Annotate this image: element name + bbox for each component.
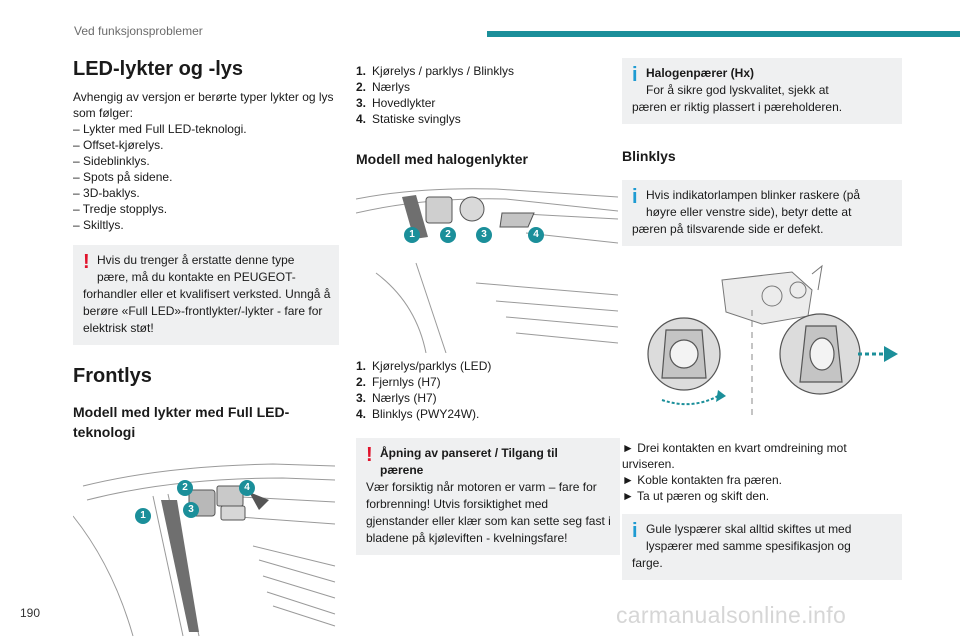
list-item: 2.Nærlys (356, 80, 410, 94)
warning-body: Vær forsiktig når motoren er varm – fare… (366, 480, 611, 545)
section-title: Ved funksjonsproblemer (74, 24, 203, 38)
headlamp-illustration (72, 463, 336, 637)
halogen-illustration (355, 188, 619, 354)
warning-text-line2: pære, må du kontakte en PEUGEOT- (97, 270, 296, 284)
warning-text-line1: Hvis du trenger å erstatte denne type (97, 253, 295, 267)
info-line1: Gule lyspærer skal alltid skiftes ut med (646, 522, 852, 536)
info-title: Halogenpærer (Hx) (646, 66, 755, 80)
column-2: 1.Kjørelys / parklys / Blinklys 2.Nærlys… (355, 58, 620, 555)
callout-3: 3 (476, 227, 492, 243)
replacement-steps: Drei kontakten en kvart omdreining mot u… (622, 440, 902, 504)
halogen-heading: Modell med halogenlykter (356, 151, 528, 167)
list-item: 1.Kjørelys/parklys (LED) (356, 359, 492, 373)
led-warning-box: ! Hvis du trenger å erstatte denne type … (73, 245, 339, 345)
info-rest: pæren er riktig plassert i pæreholderen. (632, 100, 843, 114)
callout-4: 4 (239, 480, 255, 496)
list-item: 3.Hovedlykter (356, 96, 436, 110)
info-line1: Hvis indikatorlampen blinker raskere (på (646, 188, 861, 202)
halogen-legend: 1.Kjørelys/parklys (LED) 2.Fjernlys (H7)… (356, 358, 620, 422)
list-item: Spots på sidene. (73, 169, 339, 185)
list-item: Tredje stopplys. (73, 201, 339, 217)
callout-4: 4 (528, 227, 544, 243)
list-item: Drei kontakten en kvart omdreining mot u… (622, 440, 902, 472)
callout-2: 2 (440, 227, 456, 243)
full-led-headlamp-figure: 1 2 3 4 (72, 456, 339, 638)
list-item: Skiltlys. (73, 217, 339, 233)
blinklys-info-box: i Hvis indikatorlampen blinker raskere (… (622, 180, 902, 246)
callout-2: 2 (177, 480, 193, 496)
bulb-replacement-figure (622, 260, 902, 428)
warning-text-rest: forhandler eller et kvalifisert verksted… (83, 287, 331, 335)
led-type-list: Lykter med Full LED-teknologi. Offset-kj… (73, 121, 339, 233)
full-led-legend: 1.Kjørelys / parklys / Blinklys 2.Nærlys… (356, 63, 620, 127)
info-icon: i (632, 186, 638, 208)
halogen-headlamp-figure: 1 2 3 4 (355, 183, 620, 354)
list-item: 1.Kjørelys / parklys / Blinklys (356, 64, 515, 78)
column-3: i Halogenpærer (Hx) For å sikre god lysk… (622, 58, 902, 580)
yellow-bulb-info-box: i Gule lyspærer skal alltid skiftes ut m… (622, 514, 902, 580)
halogen-info-box: i Halogenpærer (Hx) For å sikre god lysk… (622, 58, 902, 124)
header-accent-bar (487, 31, 960, 37)
warning-icon: ! (366, 444, 373, 466)
info-line2: lyspærer med samme spesifikasjon og (646, 539, 851, 553)
info-rest: pæren på tilsvarende side er defekt. (632, 222, 824, 236)
blinklys-heading: Blinklys (622, 148, 676, 164)
info-icon: i (632, 64, 638, 86)
list-item: 3D-baklys. (73, 185, 339, 201)
warning-icon: ! (83, 251, 90, 273)
list-item: Koble kontakten fra pæren. (622, 472, 902, 488)
bonnet-warning-box: ! Åpning av panseret / Tilgang til pæren… (356, 438, 620, 555)
info-rest: farge. (632, 556, 663, 570)
watermark: carmanualsonline.info (616, 602, 847, 628)
list-item: 4.Statiske svinglys (356, 112, 461, 126)
frontlys-heading: Frontlys (73, 365, 152, 387)
info-line1: For å sikre god lyskvalitet, sjekk at (646, 83, 829, 97)
led-heading: LED-lykter og -lys (73, 58, 244, 80)
list-item: Sideblinklys. (73, 153, 339, 169)
list-item: Offset-kjørelys. (73, 137, 339, 153)
callout-1: 1 (404, 227, 420, 243)
list-item: 2.Fjernlys (H7) (356, 375, 441, 389)
callout-1: 1 (135, 508, 151, 524)
warning-title-line1: Åpning av panseret / Tilgang til (380, 446, 558, 460)
led-intro: Avhengig av versjon er berørte typer lyk… (73, 90, 334, 120)
info-line2: høyre eller venstre side), betyr dette a… (646, 205, 852, 219)
full-led-heading: Modell med lykter med Full LED-teknologi (73, 404, 290, 440)
list-item: Ta ut pæren og skift den. (622, 488, 902, 504)
column-1: LED-lykter og -lys Avhengig av versjon e… (72, 58, 339, 638)
callout-3: 3 (183, 502, 199, 518)
page-number: 190 (20, 606, 41, 620)
list-item: 3.Nærlys (H7) (356, 391, 437, 405)
list-item: Lykter med Full LED-teknologi. (73, 121, 339, 137)
list-item: 4.Blinklys (PWY24W). (356, 407, 480, 421)
warning-title-line2: pærene (380, 463, 424, 477)
bulb-holder-illustration (647, 264, 898, 420)
info-icon: i (632, 520, 638, 542)
